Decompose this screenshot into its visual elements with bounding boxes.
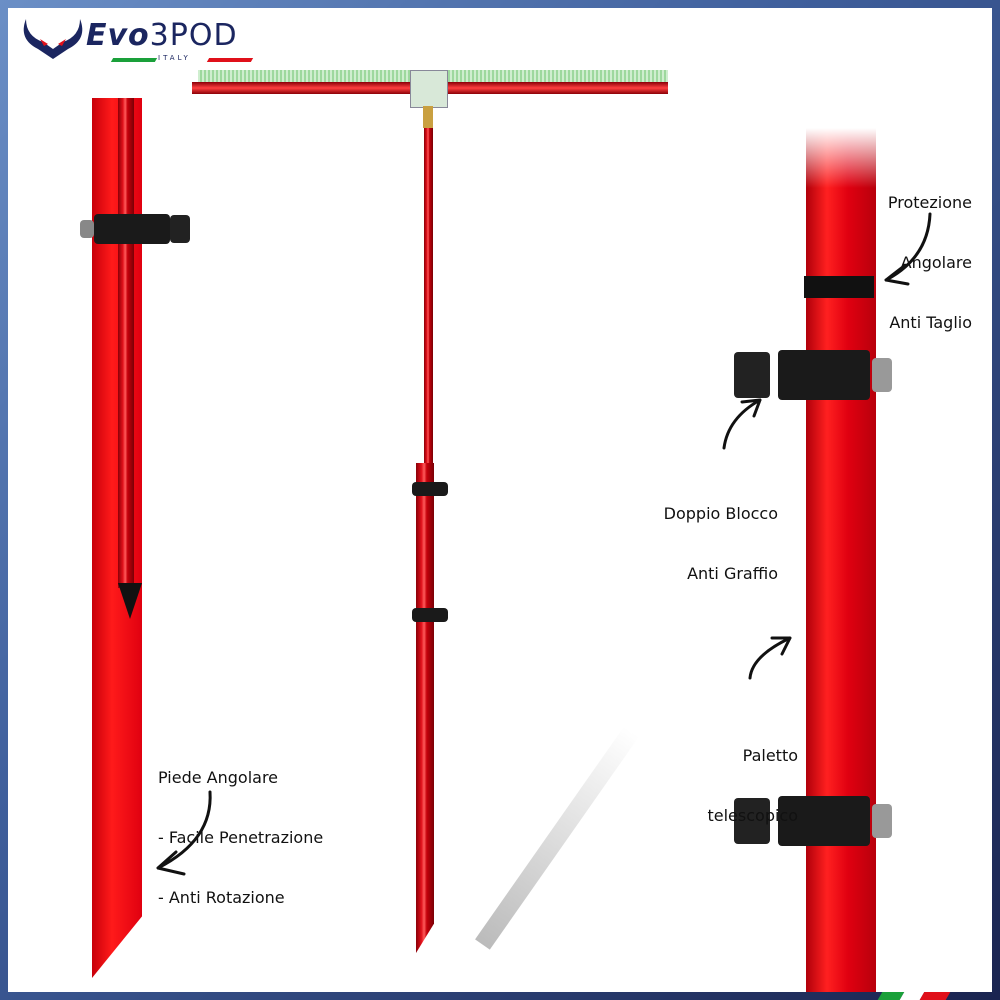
knob-icon [734, 352, 770, 398]
label-piede-1: Piede Angolare [158, 768, 279, 787]
label-piede-3: - Anti Rotazione [158, 888, 285, 907]
label-protezione-3: Anti Taglio [889, 313, 972, 332]
knob-icon [170, 215, 190, 243]
arrow-icon [156, 790, 212, 876]
clamp [94, 214, 170, 244]
product-image: Evo3POD ITALY Protezione Angolare Anti T… [8, 8, 992, 992]
arrow-icon [748, 636, 792, 680]
label-protezione-1: Protezione [887, 193, 972, 212]
knob-icon [872, 358, 892, 392]
clamp [778, 796, 870, 846]
label-protezione-2: Angolare [900, 253, 972, 272]
brand-name-3pod: 3POD [149, 18, 238, 53]
brand-subtitle: ITALY [158, 54, 191, 62]
label-piede-2: - Facile Penetrazione [158, 828, 324, 847]
label-paletto-1: Paletto [742, 746, 798, 765]
knob-icon [734, 798, 770, 844]
telescopic-pole [806, 128, 876, 992]
brass-connector [423, 106, 433, 128]
bull-logo-icon [23, 19, 83, 59]
clamp [778, 350, 870, 400]
label-doppio-2: Anti Graffio [687, 564, 778, 583]
fade [806, 128, 876, 188]
knob-icon [80, 220, 94, 238]
knob-icon [872, 804, 892, 838]
arrows [156, 212, 932, 876]
arrow-icon [884, 212, 932, 286]
center-inner-pole [424, 128, 433, 788]
clamp [412, 608, 448, 622]
label-paletto-2: telescopico [707, 806, 798, 825]
label-doppio-1: Doppio Blocco [663, 504, 778, 523]
footer-stripe-red [919, 992, 951, 1000]
corner-protection [804, 276, 874, 298]
clamp [412, 482, 448, 496]
brand-name-evo: Evo [86, 18, 150, 53]
arrow-icon [722, 398, 762, 450]
brand-name: Evo3POD [86, 18, 238, 53]
center-outer-pole [416, 463, 434, 953]
